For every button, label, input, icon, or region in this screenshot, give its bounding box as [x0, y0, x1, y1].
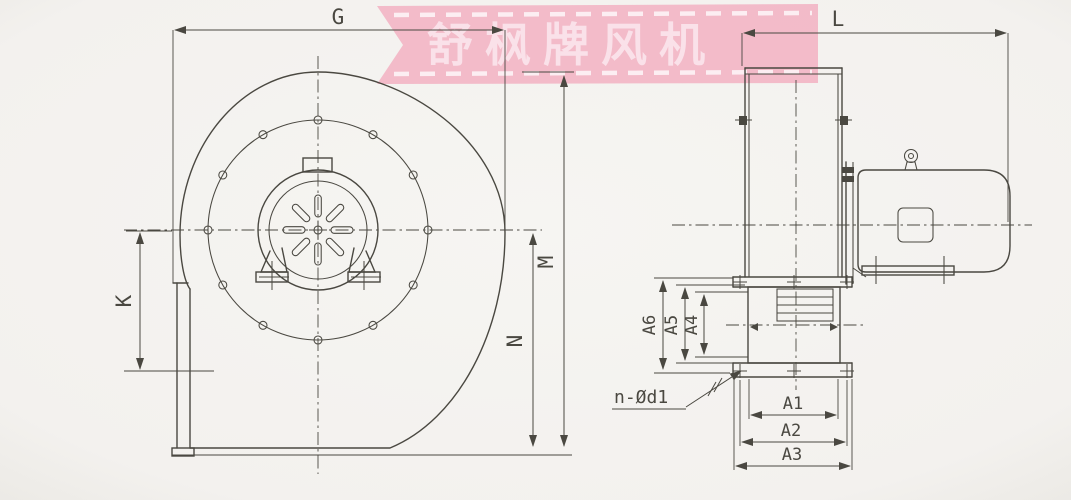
bolt-hole: [368, 320, 378, 330]
bolt-hole: [218, 280, 228, 290]
dim-K: K: [112, 230, 214, 372]
banner-ribbon: [377, 4, 818, 84]
bolt-hole: [258, 320, 268, 330]
inlet-box: [747, 286, 841, 364]
dim-A1: A1: [748, 379, 839, 419]
dim-label-N: N: [503, 335, 527, 348]
dim-L: L: [741, 7, 1009, 222]
eye-bolt-neck: [904, 161, 918, 171]
dim-label-G: G: [332, 5, 345, 29]
hub-top-tab: [302, 157, 333, 173]
scroll-outline: [179, 71, 506, 449]
flange-bolt-cross: [787, 364, 801, 378]
flange-bolt-cross: [840, 275, 854, 289]
dim-label-A3: A3: [782, 445, 802, 465]
vent-slot: [314, 194, 322, 218]
brand-watermark-text: 舒枫牌风机: [427, 18, 717, 72]
outlet-flange: [171, 282, 195, 457]
dim-label-K: K: [112, 294, 136, 307]
bolt-hole: [258, 130, 268, 140]
eye-bolt-ring: [903, 148, 919, 164]
bracket-brace: [852, 267, 867, 278]
hub-feet: [255, 247, 381, 290]
dim-A5: A5: [662, 284, 746, 364]
flange-foot: [171, 447, 195, 457]
dim-label-A6: A6: [640, 315, 660, 335]
banner-dash-top: [393, 10, 813, 18]
dim-label-A2: A2: [781, 421, 801, 441]
eye-bolt-hole: [907, 152, 915, 160]
vent-slot: [325, 203, 345, 223]
bolt-callout-label: n-Ød1: [614, 387, 668, 408]
dim-label-M: M: [534, 256, 558, 269]
dim-N: N: [503, 233, 537, 447]
bolt-hole-callout: n-Ød1: [612, 370, 742, 410]
vent-slot: [325, 237, 345, 257]
dim-label-A4: A4: [682, 315, 702, 335]
dim-A6: A6: [640, 277, 733, 374]
dim-label-L: L: [832, 7, 845, 31]
dim-A2: A2: [739, 380, 848, 446]
bracket-bolt: [842, 176, 854, 182]
front-view: G K M N: [112, 5, 574, 474]
callout-leader: [685, 370, 742, 408]
flange-bolt-cross: [840, 364, 854, 378]
callout-slash: [707, 381, 717, 397]
motor: [842, 148, 1011, 285]
side-view: L A6 A5 A4 A1: [612, 7, 1032, 470]
banner-dash-bottom: [393, 69, 813, 77]
callout-slash: [713, 377, 723, 393]
bolt-hole: [408, 170, 418, 180]
bolt-hole: [408, 280, 418, 290]
bolt-hole: [368, 130, 378, 140]
dim-G: G: [172, 5, 506, 283]
flange-bolt-cross: [733, 275, 747, 289]
dim-label-A1: A1: [783, 394, 803, 414]
dim-A3: A3: [733, 379, 853, 470]
dim-label-A5: A5: [662, 315, 682, 335]
watermark-banner: 舒枫牌风机: [377, 4, 818, 84]
dim-A4: A4: [682, 291, 748, 358]
bolt-hole: [218, 170, 228, 180]
vent-slot: [314, 242, 322, 266]
motor-foot: [861, 265, 955, 276]
bracket-bolt: [842, 167, 854, 173]
foot-right-cross: [351, 261, 381, 290]
vent-slot: [291, 237, 311, 257]
foot-left-cross: [259, 261, 289, 290]
vent-slot: [291, 203, 311, 223]
dim-M: M: [522, 71, 574, 447]
